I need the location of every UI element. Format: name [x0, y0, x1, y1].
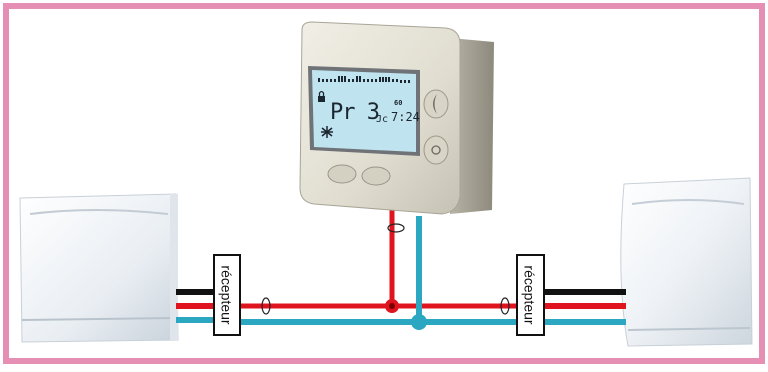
- lock-icon: [318, 90, 325, 102]
- wire-bus: [240, 303, 517, 325]
- wire-thermostat-drop: [385, 208, 427, 330]
- wire-bundle-right: [544, 289, 626, 325]
- sun-icon: [431, 145, 441, 155]
- moon-icon: [433, 94, 437, 114]
- frame-border: [3, 3, 765, 364]
- plus-button[interactable]: [361, 166, 391, 186]
- sun-icon-lcd: [321, 126, 333, 138]
- minus-button[interactable]: [327, 164, 357, 184]
- lcd-screen: [312, 70, 416, 152]
- heater-right: [620, 177, 753, 347]
- thermostat: [299, 21, 494, 215]
- receiver-left-box: [213, 254, 241, 336]
- moon-button[interactable]: [423, 89, 449, 119]
- sun-button[interactable]: [423, 135, 449, 165]
- receiver-right-box: [516, 254, 545, 336]
- heater-left: [19, 193, 179, 343]
- cable-markers: [261, 297, 510, 315]
- wire-bundle-left: [176, 289, 214, 323]
